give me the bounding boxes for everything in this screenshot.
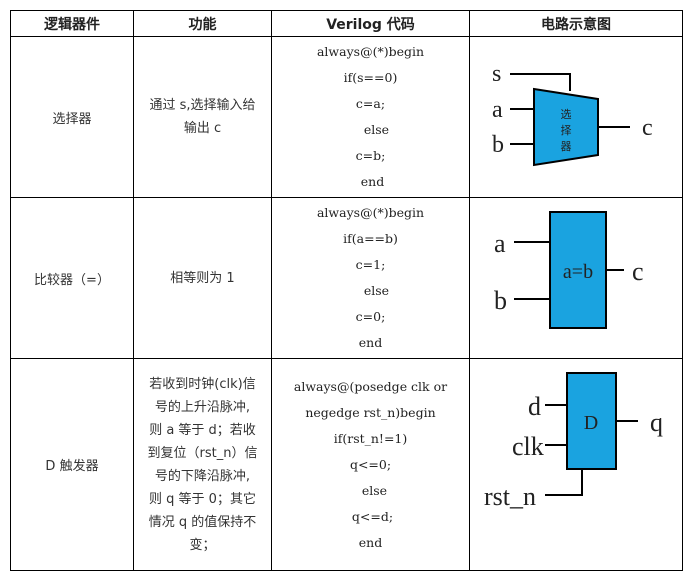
- diagram-label: q: [650, 408, 663, 437]
- text-line: c=b;: [355, 148, 386, 163]
- diagram-label: a: [492, 97, 503, 123]
- comparator-block: [549, 211, 607, 329]
- diagram-label: b: [492, 132, 504, 158]
- text-line: if(s==0): [343, 70, 398, 85]
- text-line: else: [351, 122, 390, 137]
- table-row: D 触发器 若收到时钟(clk)信号的上升沿脉冲, 则 a 等于 d；若收到复位（…: [10, 358, 683, 571]
- function-desc: 通过 s,选择输入给输出 c: [133, 36, 272, 198]
- text-line: q<=d;: [347, 508, 394, 524]
- text-line: 若收到时钟(clk)信: [149, 376, 256, 392]
- text-line: if(a==b): [343, 231, 398, 246]
- logic-components-table: 逻辑器件 功能 Verilog 代码 电路示意图 选择器 通过 s,选择输入给输…: [10, 10, 683, 571]
- text-line: always@(posedge clk or: [293, 378, 448, 394]
- text-line: end: [358, 335, 383, 350]
- text-line: q<=0;: [349, 456, 392, 472]
- dff-diagram: d clk rst_n q D: [469, 358, 683, 571]
- text-line: c=0;: [355, 309, 386, 324]
- diagram-label: 器: [561, 140, 572, 153]
- diagram-label: D: [584, 412, 598, 434]
- verilog-code: always@(*)begin if(s==0) c=a; else c=b; end: [271, 36, 470, 198]
- comparator-diagram: a b c a=b: [469, 197, 683, 359]
- text-line: if(rst_n!=1): [333, 430, 408, 446]
- text-line: c=a;: [355, 96, 386, 111]
- text-line: 通过 s,选择输入给: [149, 98, 256, 113]
- header-function: 功能: [133, 10, 272, 37]
- diagram-label: a=b: [563, 261, 593, 283]
- verilog-code: always@(posedge clk or negedge rst_n)begi…: [271, 358, 470, 571]
- text-line: 变；: [189, 537, 216, 553]
- table-row: 选择器 通过 s,选择输入给输出 c always@(*)begin if(s==…: [10, 36, 683, 198]
- text-line: negedge rst_n)begin: [305, 404, 436, 420]
- diagram-label: 选: [561, 108, 572, 121]
- header-code: Verilog 代码: [271, 10, 470, 37]
- text-line: 号的上升沿脉冲,: [154, 399, 251, 415]
- text-line: c=1;: [355, 257, 386, 272]
- diagram-label: c: [632, 257, 644, 286]
- text-line: always@(*)begin: [316, 44, 425, 59]
- header-component: 逻辑器件: [10, 10, 134, 37]
- diagram-label: d: [528, 392, 541, 421]
- text-line: else: [351, 283, 390, 298]
- component-name: 选择器: [10, 36, 134, 198]
- diagram-label: a: [494, 229, 506, 258]
- text-line: end: [358, 534, 383, 550]
- text-line: 情况 q 的值保持不: [148, 514, 257, 530]
- diagram-label: clk: [512, 432, 544, 461]
- function-desc: 若收到时钟(clk)信号的上升沿脉冲, 则 a 等于 d；若收到复位（rst_n）…: [133, 358, 272, 571]
- diagram-label: b: [494, 286, 507, 315]
- diagram-label: rst_n: [484, 482, 536, 511]
- verilog-code: always@(*)begin if(a==b) c=1; else c=0; end: [271, 197, 470, 359]
- diagram-label: 择: [561, 123, 572, 137]
- text-line: else: [353, 482, 388, 498]
- text-line: 输出 c: [183, 121, 222, 136]
- text-line: 则 q 等于 0；其它: [149, 491, 256, 507]
- function-desc: 相等则为 1: [133, 197, 272, 359]
- text-line: end: [356, 174, 385, 189]
- mux-block: [533, 87, 599, 167]
- diagram-label: c: [642, 115, 653, 141]
- dff-block: [566, 372, 617, 470]
- component-name: D 触发器: [10, 358, 134, 571]
- text-line: always@(*)begin: [316, 205, 425, 220]
- header-diagram: 电路示意图: [469, 10, 683, 37]
- header-row: 逻辑器件 功能 Verilog 代码 电路示意图: [10, 10, 683, 37]
- component-name: 比较器（=）: [10, 197, 134, 359]
- text-line: 号的下降沿脉冲,: [154, 468, 251, 484]
- table-row: 比较器（=） 相等则为 1 always@(*)begin if(a==b) c=1…: [10, 197, 683, 359]
- text-line: 到复位（rst_n）信: [147, 445, 258, 461]
- text-line: 则 a 等于 d；若收: [149, 422, 256, 438]
- mux-diagram: s a b c 选 择 器: [469, 36, 683, 198]
- diagram-label: s: [492, 61, 501, 87]
